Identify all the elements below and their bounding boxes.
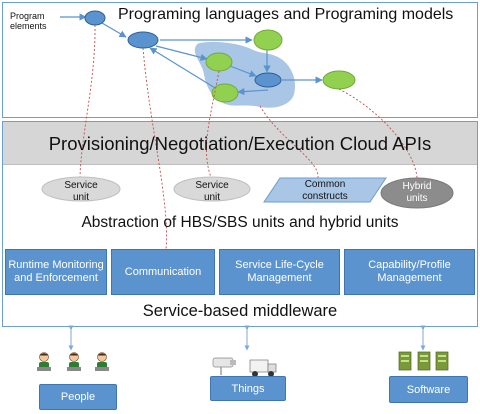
program-elements-label: Program elements	[10, 11, 47, 31]
service-unit-2-shape	[173, 176, 251, 202]
edge-node5-to-node7	[237, 87, 269, 96]
server-icon	[398, 351, 412, 371]
service-lifecycle-module: Service Life-Cycle Management	[219, 249, 340, 295]
node-green-3	[322, 70, 356, 90]
person-icon	[37, 352, 51, 371]
hybrid-units-label: Hybrid units	[402, 181, 432, 204]
connector-region-to-common	[259, 105, 319, 179]
server-icon	[435, 351, 449, 371]
person-icon	[67, 352, 81, 371]
cloud-api-title: Provisioning/Negotiation/Execution Cloud…	[48, 133, 432, 154]
node-green-1	[253, 29, 283, 51]
workflow-region	[194, 41, 295, 108]
server-icon	[417, 351, 431, 371]
node-program-element	[84, 10, 106, 26]
common-constructs-shape	[263, 177, 387, 203]
service-unit-1-shape	[41, 176, 121, 202]
connector-node-to-service-unit2	[206, 70, 220, 181]
edge-node4-to-node5	[229, 65, 257, 78]
connector-node-to-hybrid	[338, 88, 418, 179]
things-group: Things	[210, 376, 286, 401]
programming-models-title: Programing languages and Programing mode…	[118, 6, 454, 23]
runtime-monitoring-module: Runtime Monitoring and Enforcement	[5, 249, 107, 295]
service-unit-1-label: Service unit	[64, 180, 98, 203]
software-group: Software	[389, 376, 468, 403]
service-unit-2-label: Service unit	[195, 180, 229, 203]
people-group: People	[39, 384, 117, 410]
truck-icon	[249, 359, 277, 377]
capability-profile-module: Capability/Profile Management	[344, 249, 475, 295]
node-green-2	[205, 52, 233, 72]
camera-icon	[212, 357, 236, 375]
edge-node1-to-node2	[101, 22, 127, 38]
communication-module: Communication	[111, 249, 215, 295]
abstraction-title: Abstraction of HBS/SBS units and hybrid …	[81, 214, 399, 231]
person-icon	[95, 352, 109, 371]
hybrid-units-shape	[380, 177, 454, 209]
middleware-title: Service-based middleware	[142, 302, 338, 320]
edge-node7-to-node2	[149, 47, 221, 92]
common-constructs-label: Common constructs	[302, 179, 348, 202]
edge-node2-to-node4	[155, 45, 208, 61]
node-green-4	[211, 83, 239, 103]
node-blue-center	[254, 72, 282, 88]
cloud-api-band	[3, 122, 477, 165]
connector-node-to-communication	[142, 47, 167, 251]
connector-pe-to-service-unit	[79, 24, 96, 181]
node-blue-main	[127, 31, 159, 49]
